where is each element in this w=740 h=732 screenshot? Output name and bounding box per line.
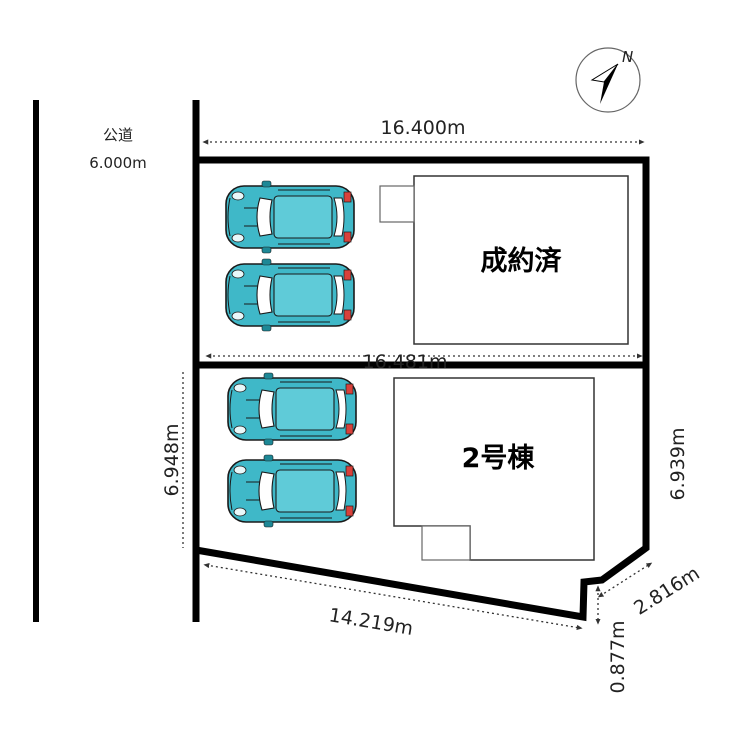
north-letter: N	[622, 48, 633, 66]
parking-car-3	[227, 372, 357, 446]
upper-building: 成約済	[379, 175, 629, 345]
parking-car-4	[227, 454, 357, 528]
left-dimension-label: 6.948m	[161, 424, 183, 497]
parking-car-1	[225, 180, 355, 254]
parking-car-2	[225, 258, 355, 332]
bottom-dimension-line	[203, 562, 583, 631]
upper-building-label: 成約済	[481, 245, 563, 277]
middle-dimension-label: 16.481m	[363, 351, 448, 373]
road-label: 公道	[103, 126, 133, 144]
notch-vertical-dimension-label: 0.877m	[607, 621, 629, 694]
lower-building: 2号棟	[393, 377, 595, 561]
notch-diagonal-dimension-label: 2.816m	[630, 562, 703, 619]
top-dimension-label: 16.400m	[381, 117, 466, 139]
right-dimension-label: 6.939m	[667, 428, 689, 501]
north-arrow-icon: N	[575, 47, 641, 113]
road-width-label: 6.000m	[89, 154, 147, 172]
bottom-dimension-label: 14.219m	[327, 604, 414, 640]
lower-building-label: 2号棟	[462, 443, 536, 474]
